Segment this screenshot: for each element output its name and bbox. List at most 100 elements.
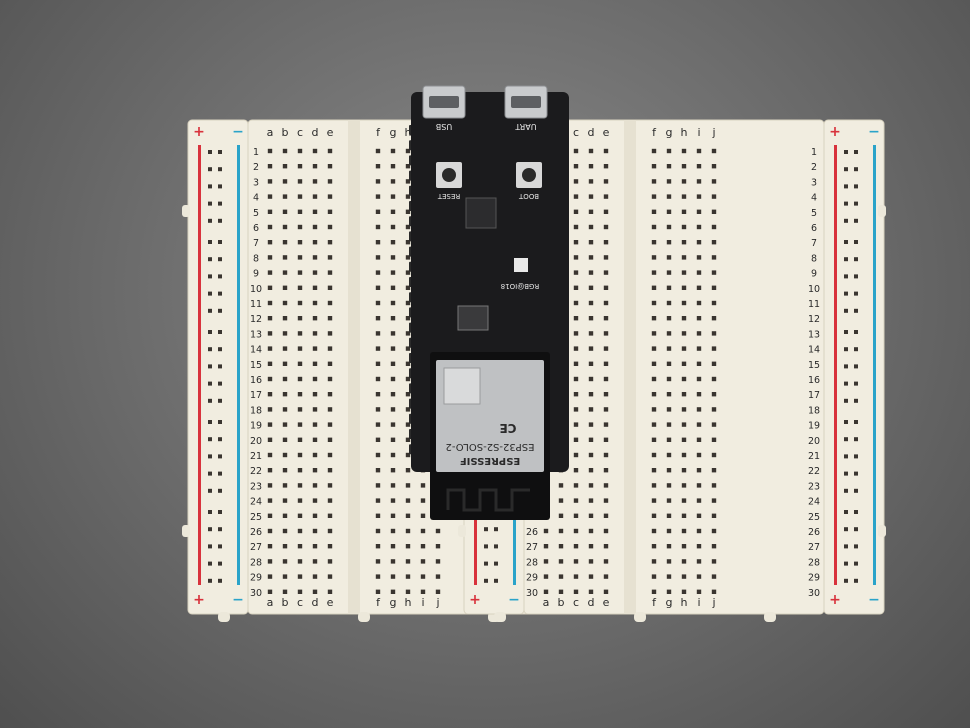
rail-plus-label: + (193, 592, 205, 608)
row-number: 1 (811, 147, 817, 158)
row-number: 6 (253, 223, 259, 234)
column-label: a (267, 126, 274, 139)
esp32-module: CE ESP32-S2-SOLO-2 ESPRESSIF (430, 352, 550, 520)
row-number: 16 (250, 375, 262, 386)
row-number: 26 (250, 527, 262, 538)
row-number: 12 (250, 314, 262, 325)
column-label: c (297, 126, 303, 139)
antenna-trace (446, 488, 530, 512)
usb-label: USB (436, 122, 452, 131)
row-number: 20 (808, 436, 820, 447)
column-label: h (405, 126, 412, 139)
column-label: d (312, 126, 319, 139)
column-label: c (573, 126, 579, 139)
column-label: h (681, 126, 688, 139)
row-number: 28 (526, 557, 538, 568)
row-number: 24 (250, 497, 262, 508)
uart-connector-icon (504, 85, 548, 119)
row-number: 5 (253, 208, 259, 219)
row-number: 6 (811, 223, 817, 234)
module-name: ESP32-S2-SOLO-2 (446, 441, 535, 452)
row-number: 30 (808, 588, 820, 599)
column-label: f (376, 596, 381, 609)
row-number: 11 (250, 299, 262, 310)
rail-minus-label: − (868, 592, 880, 608)
column-label: b (558, 596, 565, 609)
row-number: 30 (526, 588, 538, 599)
column-label: i (697, 596, 700, 609)
row-number: 21 (250, 451, 262, 462)
rail-plus-label: + (469, 592, 481, 608)
qr-code-icon (443, 367, 481, 405)
column-label: a (267, 596, 274, 609)
row-number: 4 (811, 193, 817, 204)
column-label: j (435, 596, 439, 609)
row-number: 3 (811, 177, 817, 188)
column-label: h (681, 596, 688, 609)
row-number: 2 (253, 162, 259, 173)
row-number: 17 (808, 390, 820, 401)
rail-plus-stripe (834, 145, 837, 585)
column-label: f (652, 126, 657, 139)
row-number: 22 (808, 466, 820, 477)
row-number: 10 (250, 284, 262, 295)
column-label: c (297, 596, 303, 609)
row-number: 10 (808, 284, 820, 295)
row-number: 27 (250, 542, 262, 553)
rail-plus-stripe (198, 145, 201, 585)
row-number: 17 (250, 390, 262, 401)
rail-minus-stripe (237, 145, 240, 585)
row-number: 30 (250, 588, 262, 599)
row-number: 28 (808, 557, 820, 568)
row-number: 8 (811, 253, 817, 264)
row-number: 29 (526, 573, 538, 584)
row-number: 29 (808, 573, 820, 584)
column-label: b (282, 126, 289, 139)
row-number: 21 (808, 451, 820, 462)
row-number: 13 (250, 329, 262, 340)
boot-label: BOOT (518, 192, 539, 200)
rail-minus-label: − (508, 592, 520, 608)
column-label: b (282, 596, 289, 609)
rgb-led (514, 258, 528, 272)
row-number: 3 (253, 177, 259, 188)
row-number: 24 (808, 497, 820, 508)
column-label: e (327, 596, 334, 609)
column-label: g (666, 126, 673, 139)
row-number: 11 (808, 299, 820, 310)
column-label: d (312, 596, 319, 609)
column-label: g (390, 596, 397, 609)
rail-plus-label: + (829, 124, 841, 140)
column-label: d (588, 126, 595, 139)
rail-minus-label: − (232, 124, 244, 140)
row-number: 9 (253, 269, 259, 280)
row-number: 15 (250, 360, 262, 371)
ldo-chip (457, 305, 489, 331)
column-label: e (603, 126, 610, 139)
column-label: f (652, 596, 657, 609)
row-number: 18 (808, 405, 820, 416)
row-number: 27 (526, 542, 538, 553)
esp32-s2-devkit-board: USB UART RESET BOOT RGB@IO18 CE ESP32-S2… (409, 85, 569, 520)
row-number: 23 (250, 481, 262, 492)
row-number: 26 (808, 527, 820, 538)
column-label: i (697, 126, 700, 139)
row-number: 27 (808, 542, 820, 553)
column-label: f (376, 126, 381, 139)
row-number: 7 (811, 238, 817, 249)
column-label: j (711, 596, 715, 609)
row-number: 22 (250, 466, 262, 477)
row-number: 14 (250, 345, 262, 356)
row-number: 23 (808, 481, 820, 492)
row-number: 28 (250, 557, 262, 568)
row-number: 14 (808, 345, 820, 356)
row-number: 19 (250, 421, 262, 432)
row-number: 25 (808, 512, 820, 523)
uart-label: UART (515, 122, 536, 131)
row-number: 8 (253, 253, 259, 264)
row-number: 2 (811, 162, 817, 173)
row-number: 26 (526, 527, 538, 538)
rail-minus-stripe (873, 145, 876, 585)
column-label: d (588, 596, 595, 609)
